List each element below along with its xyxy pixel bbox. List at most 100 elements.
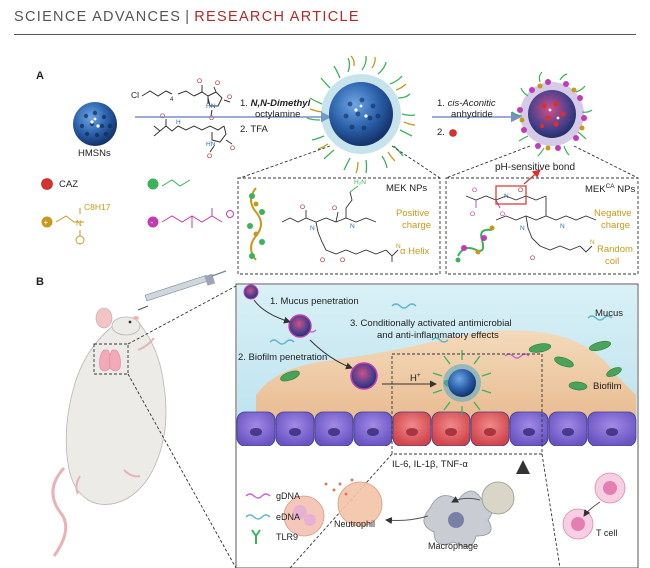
arrow-tcell: [583, 501, 601, 517]
quat-amine-legend: [55, 208, 84, 236]
neutrophil-label: Neutrophil: [334, 519, 376, 529]
hmsn-particle: [73, 102, 117, 146]
reagent-structure-top: [141, 85, 231, 117]
mekca-charge-2: charge: [601, 220, 631, 231]
hmsns-label: HMSNs: [78, 148, 111, 159]
atom-h-n2: H: [176, 119, 181, 126]
atom-o6: O: [230, 145, 235, 152]
panel-a-label: A: [36, 70, 44, 82]
cl-label: Cl: [131, 90, 140, 100]
mek-n1: N: [310, 225, 315, 232]
step2a2-label: anhydride: [451, 109, 493, 120]
hplus-label: H+: [410, 372, 421, 384]
caz-legend-icon: [41, 178, 53, 190]
mek-n2: N: [350, 223, 355, 230]
activation-zoom-box: [391, 353, 543, 455]
mekca-struct-1: Random: [597, 244, 633, 255]
mek-structure-hetero: O O N N H₂N O O N: [300, 179, 401, 264]
tcell-label: T cell: [596, 528, 618, 538]
atom-h-n3: HN: [206, 141, 216, 148]
mekca-title-sup: CA: [605, 183, 615, 190]
zoom-line-lung-bottom: [127, 373, 237, 568]
mekca-random-coil: [455, 225, 495, 263]
step-biofilm-label: 2. Biofilm penetration: [238, 352, 328, 363]
mek-detail-box: [237, 177, 441, 275]
np-mucus: [243, 284, 378, 390]
mek-o3: O: [320, 257, 325, 264]
neutrophil-cell: [283, 478, 383, 537]
step-mucus-label: 1. Mucus penetration: [270, 296, 359, 307]
cytokines-label: IL-6, IL-1β, TNF-α: [392, 459, 468, 470]
edna-legend-label: eDNA: [276, 512, 301, 522]
mek-helix: [247, 187, 265, 261]
positive-sign: +: [44, 218, 49, 227]
mek-title: MEK NPs: [386, 183, 428, 194]
mek-h2n: H₂N: [354, 179, 366, 186]
step2a-label: 1. cis-Aconitic: [437, 98, 496, 109]
mekca-detail-box: [445, 177, 639, 275]
tlr9-legend-icon: [251, 529, 261, 544]
mekca-n1: N: [504, 193, 509, 200]
mucus-label: Mucus: [595, 308, 623, 319]
article-type: RESEARCH ARTICLE: [194, 9, 360, 25]
hplus-text: H: [410, 373, 417, 385]
mekca-o3: O: [500, 211, 505, 218]
step3-line1: 3. Conditionally activated antimicrobial: [350, 318, 512, 329]
mekca-o1: O: [472, 187, 477, 194]
step1a-text: N,N-Dimethyl: [250, 98, 311, 109]
quat-n: N: [76, 219, 82, 228]
ph-bond-label: pH-sensitive bond: [495, 162, 576, 173]
mekca-charge-1: Negative: [594, 208, 632, 219]
journal-name: SCIENCE ADVANCES: [14, 9, 182, 25]
step2a-text: cis-Aconitic: [447, 98, 496, 109]
mekca-np-particle: [511, 71, 593, 157]
step1a2-label: octylamine: [255, 109, 301, 120]
ph-bond-arrow: [523, 169, 541, 185]
atom-o7: O: [207, 153, 212, 160]
mek-struct: α Helix: [400, 246, 430, 257]
macrophage-cell: [423, 481, 515, 548]
header-separator: |: [185, 9, 191, 25]
step1b-label: 2. TFA: [240, 124, 268, 135]
amine-legend-icon: [147, 178, 159, 190]
atom-o3: O: [227, 94, 232, 101]
carboxylate-legend: [161, 208, 234, 228]
mekca-title-end: NPs: [614, 184, 636, 196]
hplus-sup: +: [416, 372, 421, 379]
mouse-illustration: [51, 307, 167, 557]
mekca-structure-hetero: O O O N O N N O N: [470, 187, 595, 262]
atom-h-n1: HN: [206, 103, 216, 110]
negative-sign: -: [151, 218, 154, 227]
panel-b-label: B: [36, 276, 44, 288]
zoom-line-lung-top: [127, 285, 237, 345]
mekca-title-main: MEK: [585, 184, 606, 196]
atom-o1: O: [197, 78, 202, 85]
macrophage-label: Macrophage: [428, 541, 479, 551]
zoom-line-mekca-right: [573, 145, 639, 179]
zoom-line-mek-left: [239, 145, 331, 179]
positive-charge-legend-icon: [41, 216, 53, 228]
np-activated: [432, 350, 492, 416]
gdna-legend-label: gDNA: [276, 491, 301, 501]
mek-n-plus: N: [396, 243, 401, 250]
mekca-o4: O: [518, 187, 523, 194]
mek-o4: O: [340, 257, 345, 264]
step1a-label: 1. N,N-Dimethyl: [240, 98, 310, 109]
atom-o2: O: [215, 80, 220, 87]
mekca-o2: O: [470, 211, 475, 218]
mekca-struct-2: coil: [605, 256, 620, 267]
step2a-num: 1.: [437, 98, 445, 109]
mekca-o5: O: [530, 255, 535, 262]
bacteria-cluster: [280, 340, 622, 391]
header-rule: [14, 34, 636, 35]
journal-header: SCIENCE ADVANCES|RESEARCH ARTICLE: [14, 9, 360, 25]
biofilm-label: Biofilm: [593, 381, 622, 392]
zoom-line-bottom-right: [541, 453, 561, 568]
c8h17-legend-label: C8H17: [84, 202, 111, 212]
mekca-title: MEKCA NPs: [585, 183, 635, 195]
sub4-label: 4: [170, 97, 174, 103]
atom-o4: O: [209, 115, 214, 122]
mek-chemical-structure: [281, 185, 399, 262]
tlr9-legend-label: TLR9: [276, 532, 299, 542]
